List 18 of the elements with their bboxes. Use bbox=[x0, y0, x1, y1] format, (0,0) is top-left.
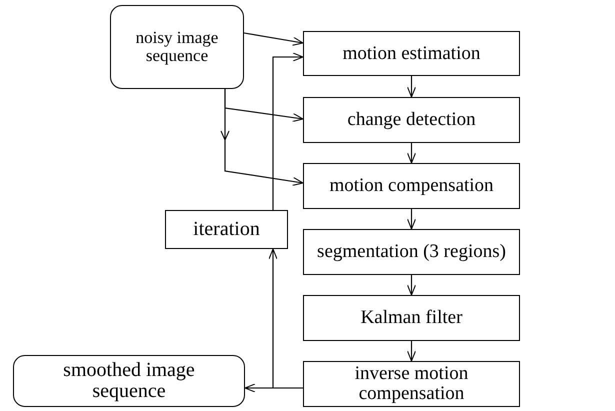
node-label: motion compensation bbox=[329, 176, 494, 196]
node-label: iteration bbox=[193, 219, 260, 240]
terminal-box bbox=[13, 355, 245, 407]
node-label: motion estimation bbox=[342, 44, 480, 64]
node-label: Kalman filter bbox=[360, 308, 462, 328]
process-box bbox=[303, 31, 520, 76]
process-box bbox=[303, 361, 520, 407]
process-box bbox=[303, 163, 520, 209]
process-box bbox=[303, 229, 520, 275]
node-label: noisy image sequence bbox=[134, 29, 220, 65]
node-label: smoothed image sequence bbox=[62, 360, 196, 402]
terminal-box bbox=[110, 5, 244, 89]
process-box bbox=[303, 295, 520, 341]
process-box bbox=[165, 210, 288, 249]
node-label: inverse motion compensation bbox=[354, 364, 470, 404]
node-label: change detection bbox=[347, 110, 476, 130]
node-label: segmentation (3 regions) bbox=[317, 242, 506, 262]
process-box bbox=[303, 97, 520, 143]
